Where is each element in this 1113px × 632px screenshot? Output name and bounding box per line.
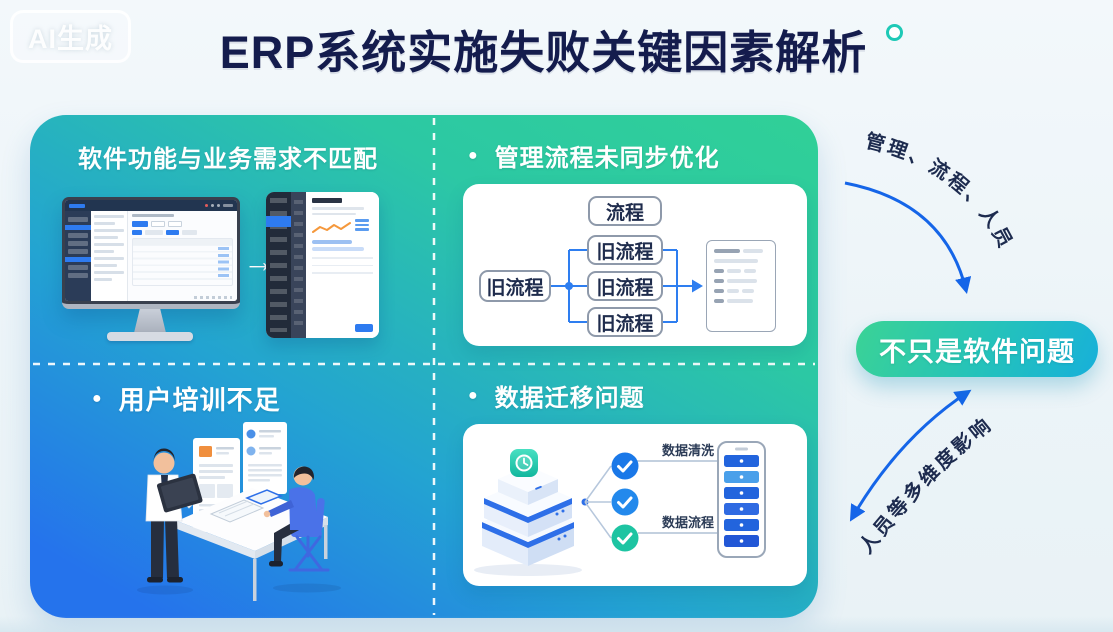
check-label-top: 数据清洗 xyxy=(662,443,714,458)
erp-subnav-skeleton xyxy=(91,211,128,301)
flow-box-process: 流程 xyxy=(588,196,662,226)
process-document-illustration xyxy=(706,240,776,332)
arrow-top xyxy=(844,181,972,295)
monitor-base xyxy=(107,332,193,341)
quadrant-title-process: 管理流程未同步优化 xyxy=(494,145,720,172)
erp-sidebar-skeleton xyxy=(65,211,91,301)
mini-line-chart xyxy=(312,222,351,233)
seated-person xyxy=(263,466,330,572)
erp-content-skeleton xyxy=(128,211,237,301)
quadrant-title-training: 用户培训不足 xyxy=(118,385,281,415)
presentation-board-2 xyxy=(243,422,287,494)
mini-button xyxy=(355,324,373,332)
check-icon xyxy=(611,452,639,480)
bullet-icon: ● xyxy=(92,389,102,407)
quadrant-title-software: 软件功能与业务需求不匹配 xyxy=(78,146,378,173)
training-illustration xyxy=(137,422,341,601)
monitor-screen xyxy=(65,200,237,301)
arrow-bottom-label: 人员等多维度影响 xyxy=(855,412,997,558)
arrow-top-label: 管理、流程、人员 xyxy=(863,129,1017,254)
phone-illustration xyxy=(717,441,766,558)
tablet xyxy=(245,489,283,505)
flow-box-old-2: 旧流程 xyxy=(587,271,663,301)
quadrant-title-data: 数据迁移问题 xyxy=(494,385,645,412)
ai-generated-badge: AI生成 xyxy=(10,10,131,63)
conclusion-box: 不只是软件问题 xyxy=(856,321,1098,377)
erp-monitor-illustration xyxy=(62,197,240,309)
check-icon xyxy=(611,524,639,552)
page-title: ERP系统实施失败关键因素解析 xyxy=(219,27,868,78)
check-label-bottom: 数据流程 xyxy=(662,515,714,530)
flow-box-old-3: 旧流程 xyxy=(587,307,663,337)
flow-box-old-source: 旧流程 xyxy=(479,270,551,302)
flow-box-old-1: 旧流程 xyxy=(587,235,663,265)
bullet-icon: ● xyxy=(468,386,478,404)
arrow-bottom xyxy=(849,389,972,522)
database-stack xyxy=(474,449,582,576)
standing-person xyxy=(145,448,203,583)
monitor-stand xyxy=(134,309,166,333)
accent-dot-icon xyxy=(886,24,903,41)
erp-detail-screen-illustration xyxy=(266,192,379,338)
data-migration-card: 数据清洗 数据流程 xyxy=(463,424,807,586)
bullet-icon: ● xyxy=(468,146,478,164)
check-icon xyxy=(611,488,639,516)
data-migration-illustration: 数据清洗 数据流程 xyxy=(474,441,766,576)
